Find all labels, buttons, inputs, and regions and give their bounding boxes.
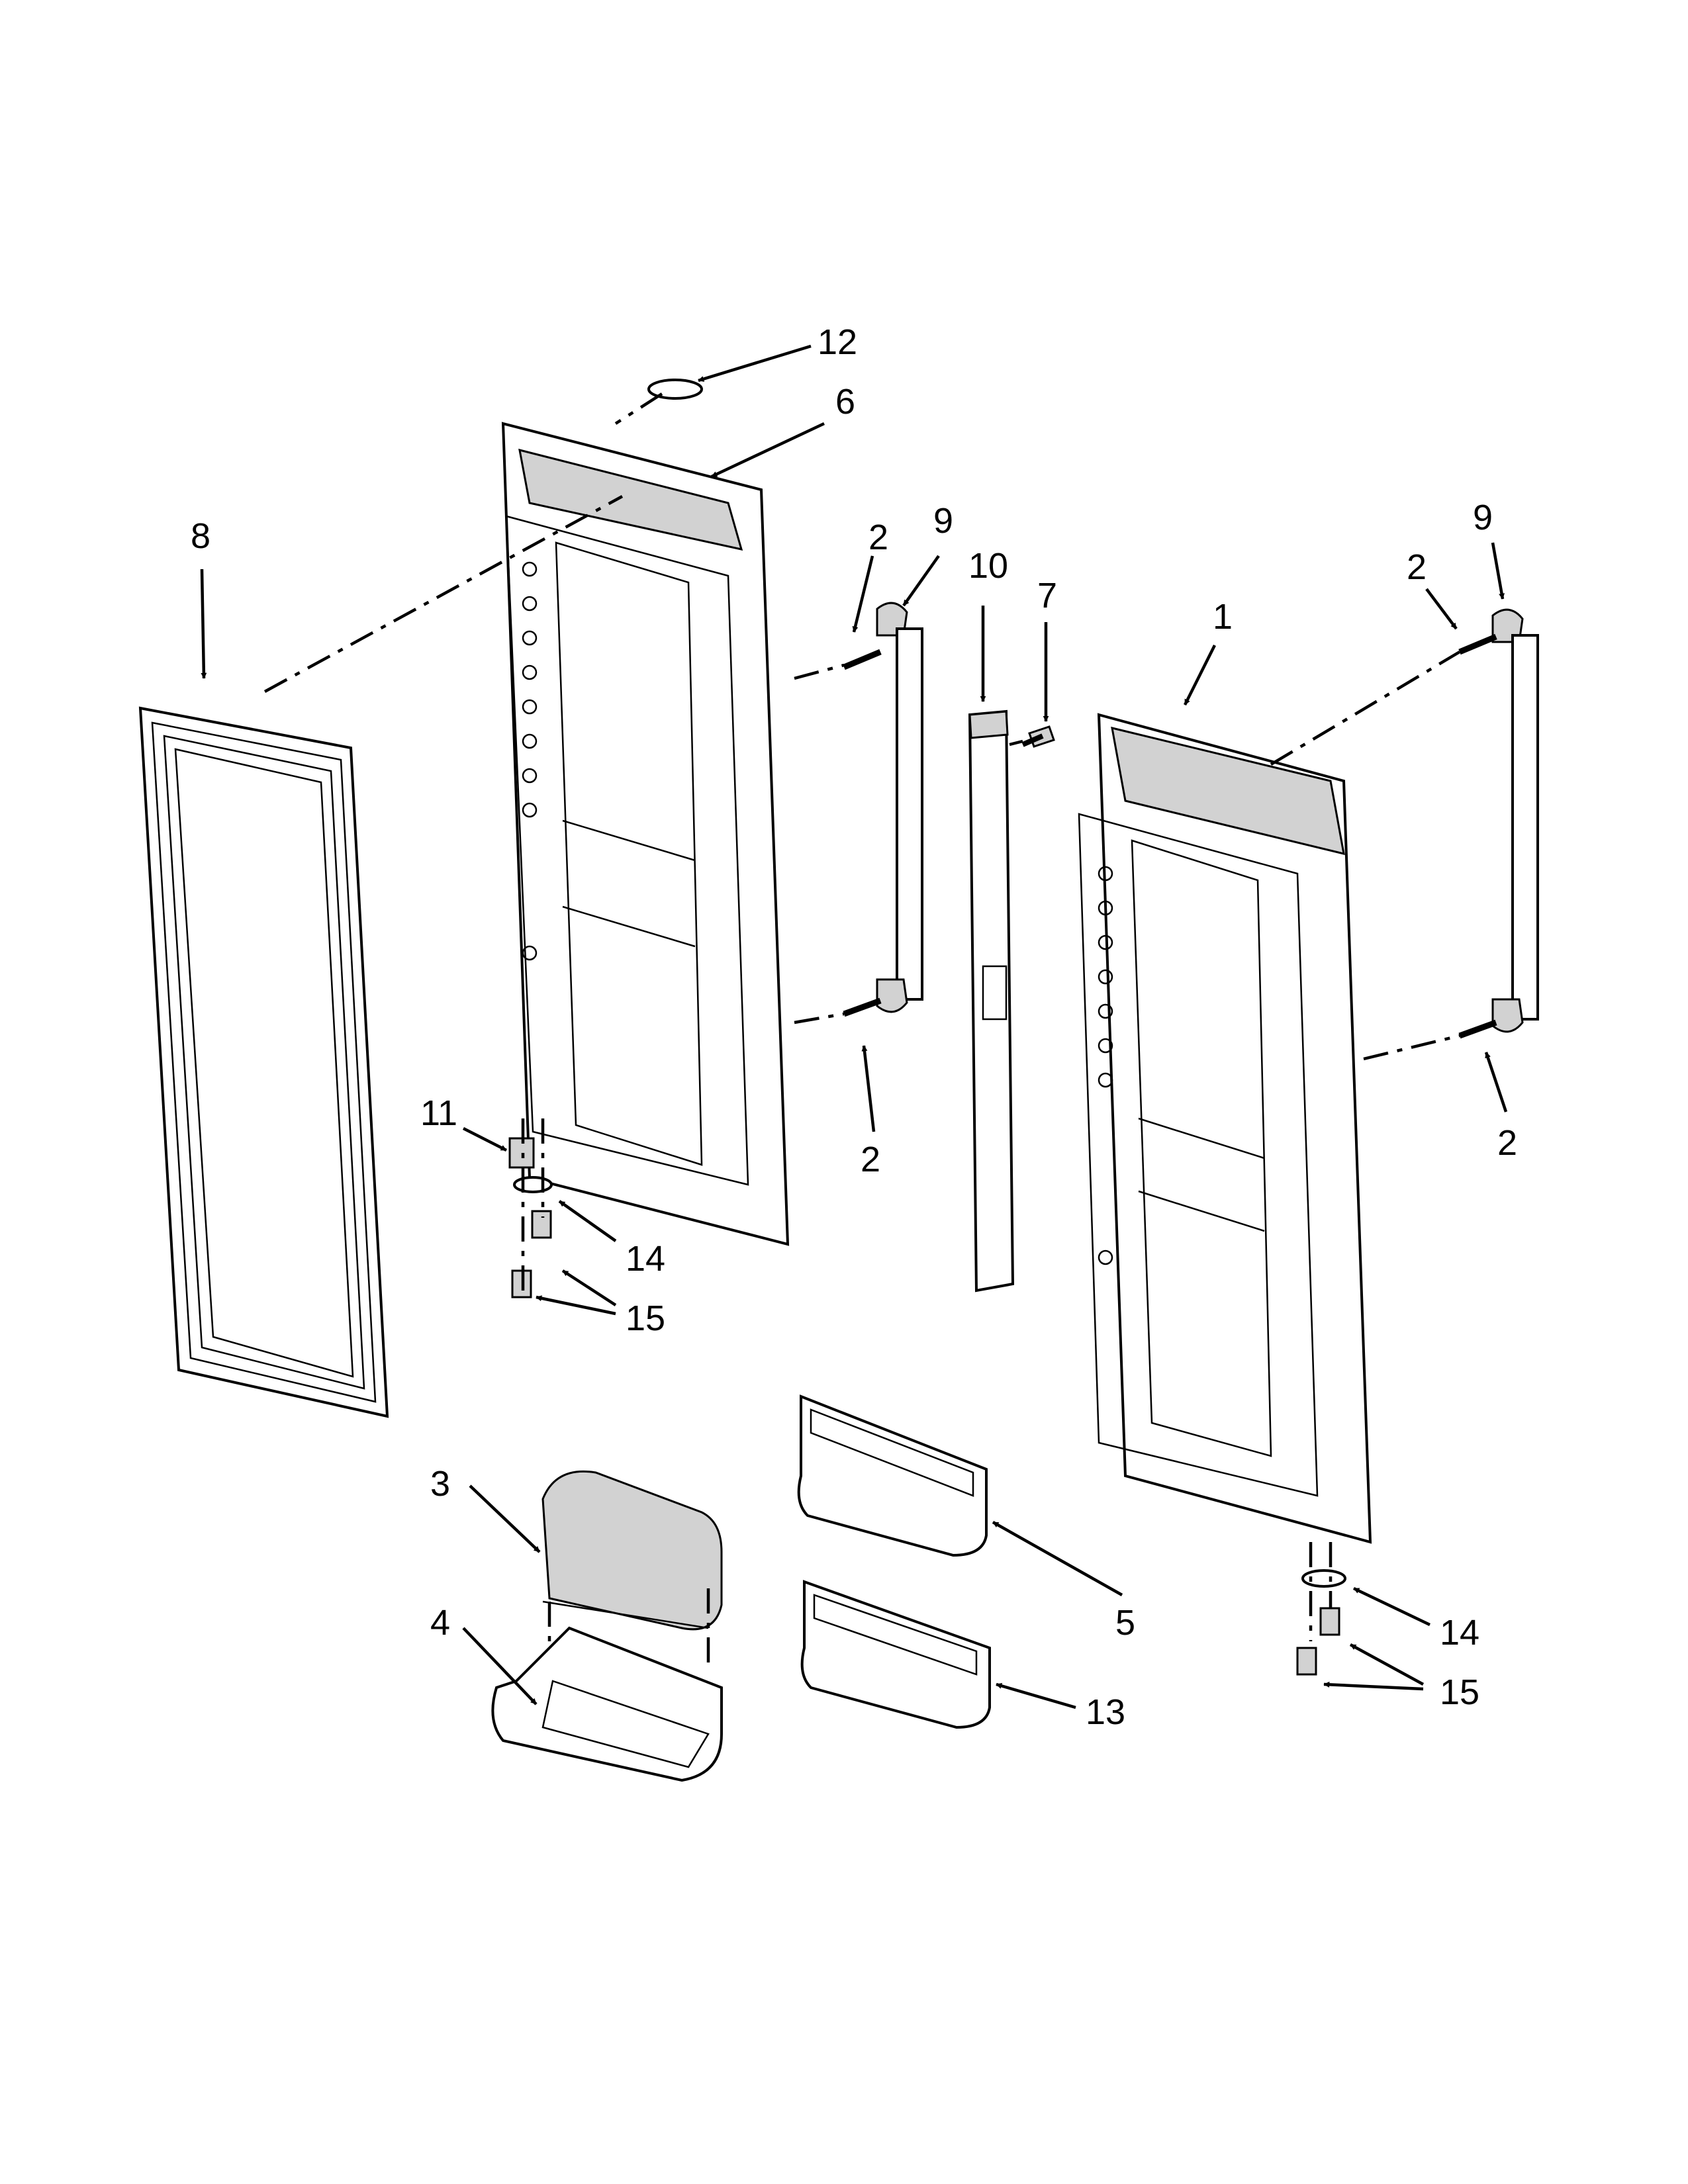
callout-labels: 12 6 8 2 9 10 7 1 2 9 2 2 11 14 15 3 4 5…	[191, 322, 1517, 1732]
label-part-15: 15	[626, 1298, 665, 1338]
door-gasket	[138, 706, 389, 1418]
right-hinge-hardware	[1296, 1569, 1346, 1676]
label-part-12: 12	[818, 322, 857, 362]
label-part-2: 2	[1407, 547, 1427, 587]
center-mullion	[968, 709, 1015, 1293]
label-part-15: 15	[1440, 1672, 1479, 1712]
mullion-screw	[1021, 725, 1055, 748]
label-part-14: 14	[1440, 1613, 1479, 1653]
label-part-10: 10	[968, 546, 1008, 586]
dairy-bin	[491, 1626, 723, 1782]
label-part-9: 9	[933, 501, 953, 541]
label-part-9: 9	[1473, 498, 1493, 537]
label-part-3: 3	[430, 1464, 450, 1504]
assembly-lines	[263, 392, 1461, 1668]
bin-cover	[541, 1470, 723, 1631]
door-bin	[797, 1394, 988, 1557]
label-part-2: 2	[868, 518, 888, 557]
label-part-2: 2	[1497, 1123, 1517, 1163]
handle-screw	[843, 633, 1497, 1039]
label-part-2: 2	[861, 1140, 880, 1179]
right-door-handle	[1491, 608, 1539, 1033]
door-bin-lower	[800, 1580, 991, 1729]
label-part-6: 6	[835, 382, 855, 422]
label-part-11: 11	[420, 1093, 457, 1133]
leader-lines	[200, 344, 1508, 1709]
left-door	[501, 422, 790, 1246]
right-door	[1078, 713, 1372, 1544]
label-part-1: 1	[1213, 597, 1233, 637]
label-part-4: 4	[430, 1603, 450, 1643]
label-part-13: 13	[1086, 1692, 1125, 1732]
label-part-7: 7	[1037, 576, 1057, 615]
label-part-14: 14	[626, 1239, 665, 1279]
shelf-support-dimples	[522, 561, 538, 961]
shelf-support-dimples	[1098, 866, 1113, 1265]
label-part-5: 5	[1115, 1603, 1135, 1643]
label-part-8: 8	[191, 516, 211, 556]
left-door-handle	[876, 602, 923, 1013]
